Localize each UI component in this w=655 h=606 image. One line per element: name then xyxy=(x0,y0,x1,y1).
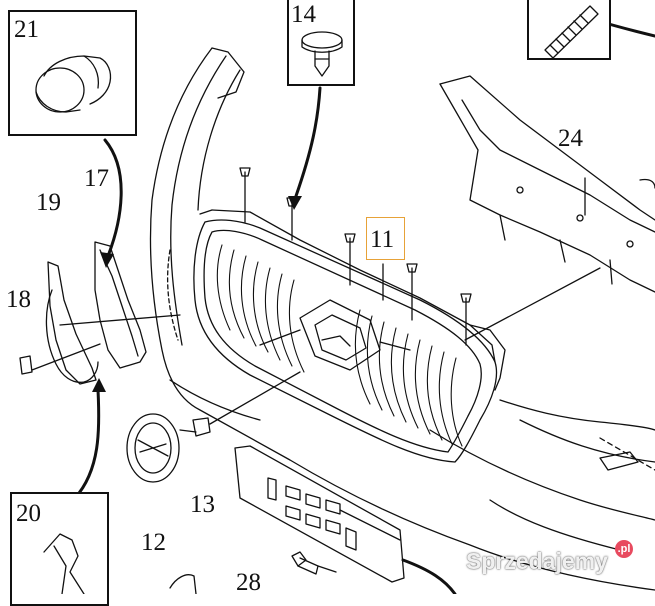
callout-20: 20 xyxy=(16,500,41,527)
callout-13: 13 xyxy=(190,491,215,518)
callout-highlight-11 xyxy=(366,217,405,260)
callout-11: 11 xyxy=(370,226,395,253)
callout-17: 17 xyxy=(84,165,109,192)
callout-12: 12 xyxy=(141,529,166,556)
leader-lines xyxy=(73,18,655,594)
callout-24: 24 xyxy=(558,125,583,152)
callout-18: 18 xyxy=(6,286,31,313)
bumper-cover xyxy=(149,47,655,591)
license-plate-holder xyxy=(234,445,405,583)
watermark-badge: .pl xyxy=(615,540,633,558)
callout-14: 14 xyxy=(291,1,316,28)
upper-cross-member xyxy=(439,75,655,293)
callout-box-screw xyxy=(527,0,611,60)
callout-28: 28 xyxy=(236,569,261,596)
emblem-parts xyxy=(126,371,301,483)
lower-bracket xyxy=(169,574,197,594)
fog-lamp-cutout xyxy=(599,437,655,471)
arrowheads xyxy=(92,196,302,392)
watermark-text: Sprzedajemy xyxy=(466,548,608,574)
grille-frame xyxy=(193,209,506,463)
callout-19: 19 xyxy=(36,189,61,216)
bolt xyxy=(291,551,337,575)
clips xyxy=(239,167,472,346)
left-side-trim xyxy=(19,241,181,385)
callout-21: 21 xyxy=(14,16,39,43)
